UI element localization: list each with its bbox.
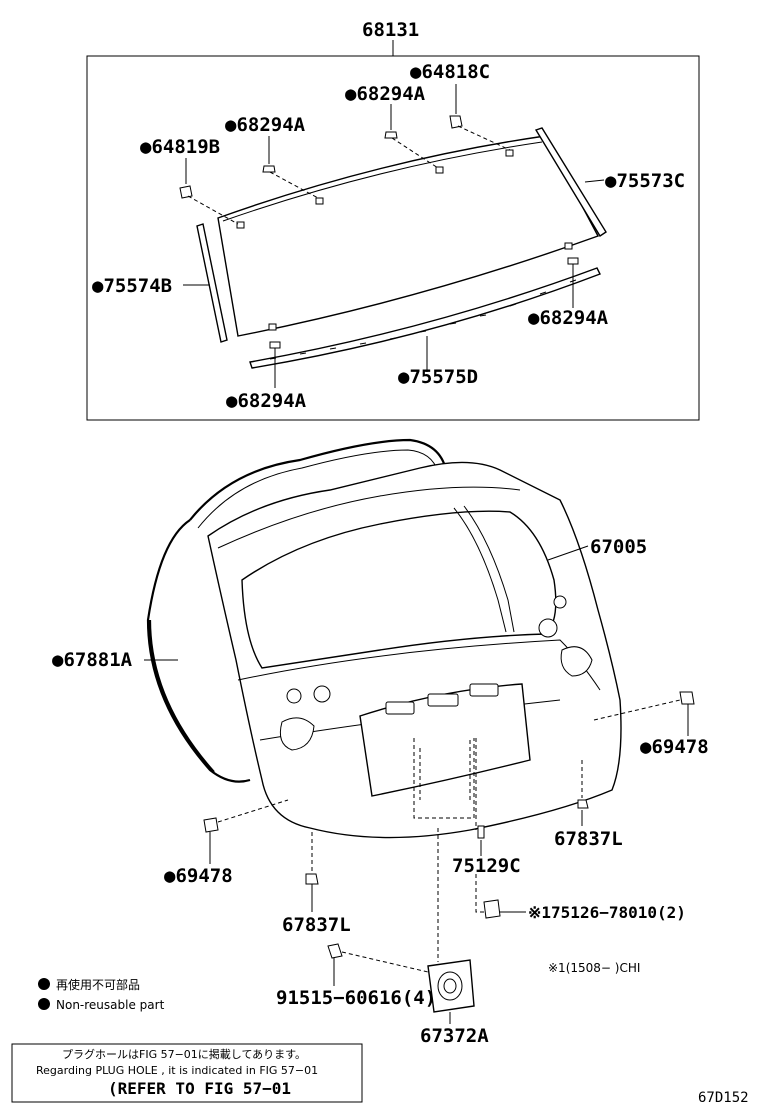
spacer-68294a-right[interactable] [567, 257, 579, 265]
bolt-91515[interactable] [327, 943, 343, 959]
door-hole [286, 688, 302, 704]
weatherstrip-67881a-inner [197, 449, 439, 529]
label-75126[interactable]: ※175126−78010(2) [528, 903, 686, 922]
note-line-3: (REFER TO FIG 57−01 [108, 1079, 291, 1098]
dash-69478-right [593, 699, 681, 721]
glass-inner-edge [222, 141, 543, 222]
door-frame-line [217, 486, 521, 549]
clip-75129c[interactable] [477, 825, 485, 839]
glass-clip-mark [315, 197, 324, 205]
weatherstrip-67881a-top [189, 438, 448, 521]
figure-code: 67D152 [698, 1090, 749, 1106]
label-67837l-right[interactable]: 67837L [554, 828, 623, 850]
note-box-frame [11, 1043, 363, 1103]
rivet-75126[interactable] [483, 899, 501, 919]
label-75129c[interactable]: 75129C [452, 855, 521, 877]
cushion-67837l-left[interactable] [305, 873, 319, 885]
dash-91515 [341, 951, 429, 973]
label-68131[interactable]: 68131 [362, 19, 419, 41]
label-68294a-left[interactable]: ●68294A [225, 114, 306, 136]
glass-clip-mark [505, 149, 514, 157]
dash-68294a-top [391, 137, 439, 169]
leader-67005 [547, 545, 589, 561]
glass-assembly-group: 68131 ●75573C ●75574B ●75575D ●64818C [86, 19, 700, 421]
stop-69478-right[interactable] [679, 691, 695, 705]
spacer-68294a-top[interactable] [384, 131, 398, 139]
weatherstrip-67881a[interactable] [146, 519, 251, 783]
legend-dot [38, 998, 50, 1010]
dash-64818c [457, 125, 511, 151]
glass-clip-mark [268, 323, 277, 331]
label-75575d[interactable]: ●75575D [398, 366, 478, 388]
label-75574b[interactable]: ●75574B [92, 275, 172, 297]
back-door-group: ●67881A 67005 ●69478 [52, 438, 709, 1047]
molding-75573c[interactable] [534, 127, 607, 237]
leader-75573c [584, 179, 605, 183]
legend: 再使用不可部品 Non-reusable part [38, 977, 165, 1012]
lamp-cutout [427, 693, 459, 707]
door-hole [313, 685, 331, 703]
label-64819b[interactable]: ●64819B [140, 136, 220, 158]
label-91515[interactable]: 91515−60616(4) [276, 987, 436, 1009]
note-line-1: プラグホールはFIG 57−01に掲載してあります。 [62, 1047, 306, 1061]
glass-clip-mark [236, 221, 245, 229]
lamp-cutout [385, 701, 415, 715]
note-line-2: Regarding PLUG HOLE , it is indicated in… [36, 1064, 318, 1077]
label-67005[interactable]: 67005 [590, 536, 647, 558]
note-box: プラグホールはFIG 57−01に掲載してあります。 Regarding PLU… [11, 1043, 363, 1103]
clip-64819b[interactable] [179, 185, 193, 199]
cushion-67837l-right[interactable] [577, 799, 589, 809]
label-68294a-bottom[interactable]: ●68294A [226, 390, 307, 412]
door-service-hole [560, 646, 593, 677]
dash-75126 [475, 874, 486, 913]
footnote-1: ※1(1508− )CHI [548, 961, 640, 975]
label-67837l-left[interactable]: 67837L [282, 914, 351, 936]
lock-core [443, 978, 457, 994]
dash-64819b [187, 195, 239, 225]
spacer-68294a-bottom[interactable] [269, 341, 281, 349]
label-75573c[interactable]: ●75573C [605, 170, 685, 192]
legend-jp: 再使用不可部品 [56, 977, 140, 992]
molding-75575d-texture [269, 279, 577, 360]
dash-69478-left [217, 799, 289, 823]
label-68294a-top[interactable]: ●68294A [345, 83, 426, 105]
label-64818c[interactable]: ●64818C [410, 61, 490, 83]
label-69478-left[interactable]: ●69478 [164, 865, 233, 887]
door-hole [553, 595, 567, 609]
glass-clip-mark [564, 242, 573, 250]
glass-clip-mark [435, 166, 444, 174]
label-67881a[interactable]: ●67881A [52, 649, 133, 671]
dash-68294a-left [269, 171, 319, 199]
legend-en: Non-reusable part [56, 998, 165, 1012]
spacer-68294a-left[interactable] [262, 165, 276, 173]
legend-dot [38, 978, 50, 990]
molding-75575d[interactable] [249, 267, 601, 369]
molding-75574b[interactable] [196, 223, 228, 343]
label-67372a[interactable]: 67372A [420, 1025, 489, 1047]
door-service-hole [279, 717, 315, 751]
label-68294a-right[interactable]: ●68294A [528, 307, 609, 329]
label-69478-right[interactable]: ●69478 [640, 736, 709, 758]
window-strut [453, 507, 507, 633]
stop-69478-left[interactable] [203, 817, 219, 833]
window-strut-2 [463, 505, 515, 633]
door-window-opening [241, 510, 557, 669]
lamp-cutout [469, 683, 499, 697]
clip-64818c[interactable] [449, 115, 463, 129]
back-door-glass[interactable] [217, 135, 599, 337]
door-hole [538, 618, 558, 638]
